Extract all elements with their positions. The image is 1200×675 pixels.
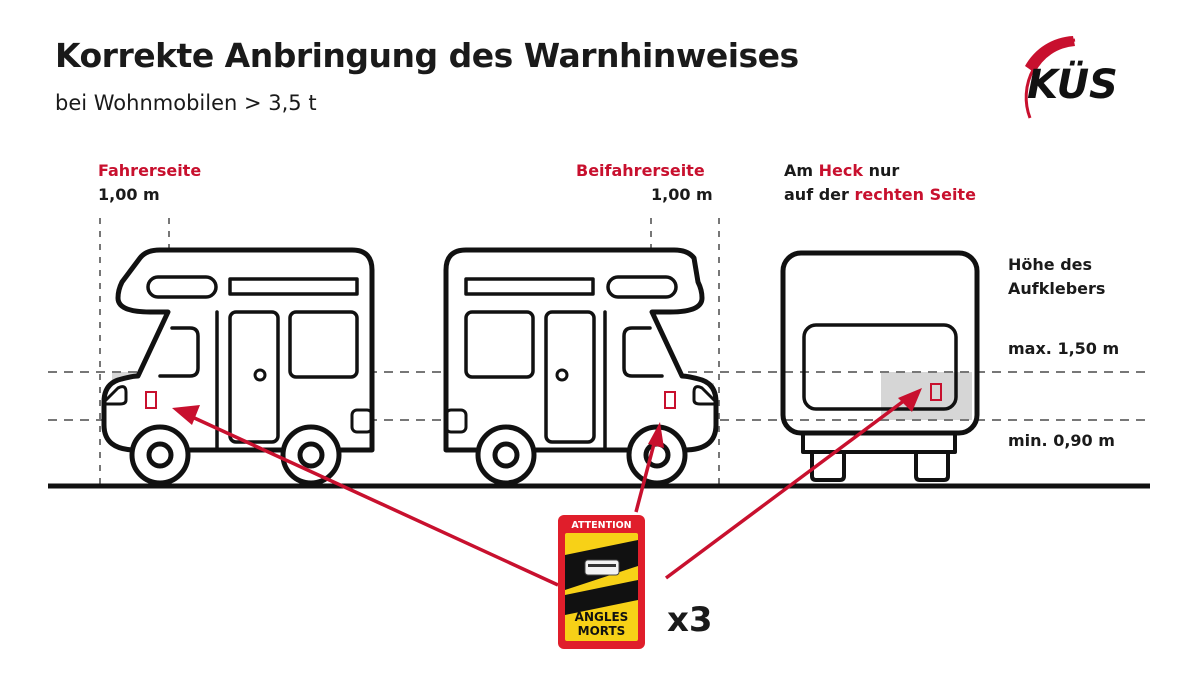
placement-arrows bbox=[172, 388, 922, 587]
sticker-count: x3 bbox=[667, 600, 713, 640]
sticker-marker-rear bbox=[930, 383, 942, 401]
svg-text:MORTS: MORTS bbox=[578, 624, 626, 638]
svg-text:ANGLES: ANGLES bbox=[575, 610, 629, 624]
height-title-line1: Höhe des bbox=[1008, 255, 1093, 274]
page-title: Korrekte Anbringung des Warnhinweises bbox=[55, 36, 799, 75]
logo-text: KÜS bbox=[1027, 60, 1118, 108]
sticker-marker-passenger bbox=[664, 391, 676, 409]
page-subtitle: bei Wohnmobilen > 3,5 t bbox=[55, 91, 317, 115]
sticker-marker-driver bbox=[145, 391, 157, 409]
angles-morts-sticker: ATTENTION ANGLES MORTS bbox=[558, 515, 645, 649]
height-title-line2: Aufklebers bbox=[1008, 279, 1106, 298]
motorhome-passenger-side bbox=[443, 247, 719, 486]
passenger-side-distance: 1,00 m bbox=[651, 185, 713, 204]
motorhome-driver-side bbox=[101, 247, 375, 486]
kues-logo: KÜS bbox=[1024, 36, 1118, 119]
height-min: min. 0,90 m bbox=[1008, 431, 1115, 450]
driver-side-title: Fahrerseite bbox=[98, 161, 202, 180]
driver-side-distance: 1,00 m bbox=[98, 185, 160, 204]
motorhome-rear-view bbox=[780, 250, 980, 482]
rear-label-line2: auf der rechten Seite bbox=[784, 185, 976, 204]
rear-label-line1: Am Heck nur bbox=[784, 161, 900, 180]
svg-text:ATTENTION: ATTENTION bbox=[571, 520, 631, 531]
height-max: max. 1,50 m bbox=[1008, 339, 1120, 358]
passenger-side-title: Beifahrerseite bbox=[576, 161, 705, 180]
